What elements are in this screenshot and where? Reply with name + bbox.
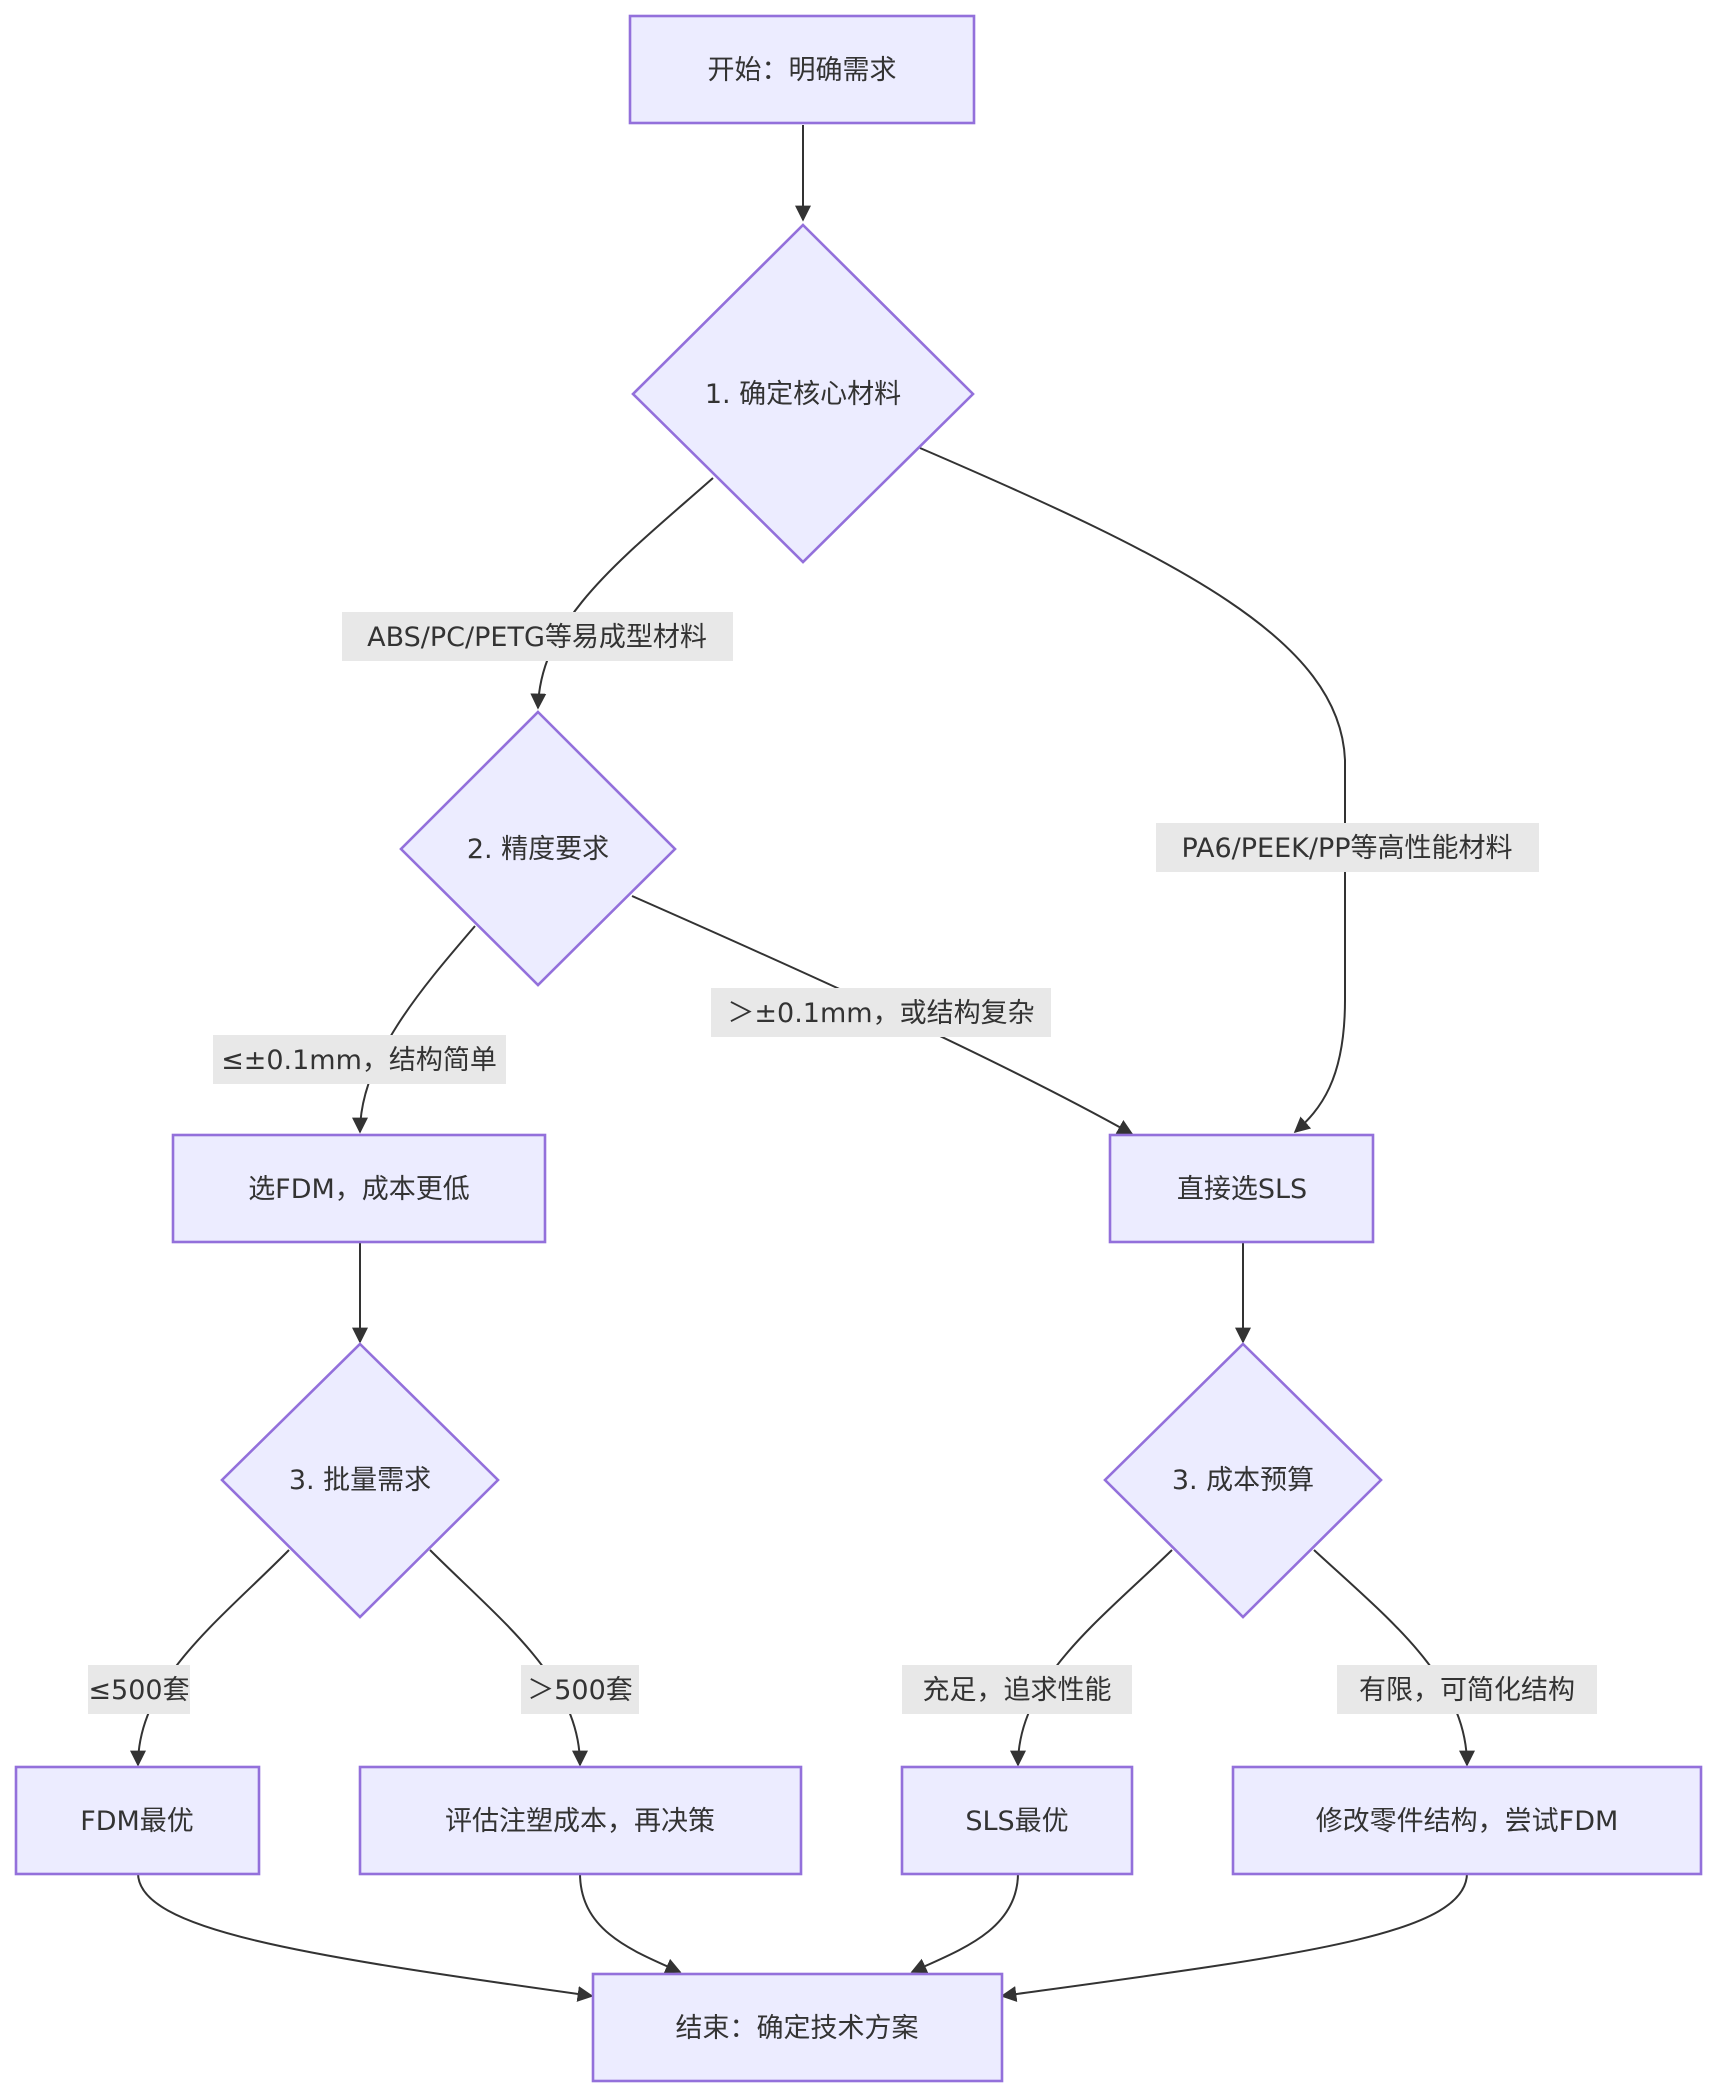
node-start[interactable]: 开始：明确需求 <box>628 14 976 125</box>
node-label: 2. 精度要求 <box>467 834 609 865</box>
edge-label-text: PA6/PEEK/PP等高性能材料 <box>1181 833 1512 864</box>
node-label: 修改零件结构，尝试FDM <box>1316 1806 1619 1837</box>
edge-precision-to-fdm <box>352 925 476 1134</box>
edge-batch-to-fdm-best <box>130 1549 290 1767</box>
node-eval-injection[interactable]: 评估注塑成本，再决策 <box>358 1765 803 1876</box>
edge-label-text: 有限，可简化结构 <box>1359 1675 1575 1706</box>
edge-material-to-sls <box>919 447 1346 1134</box>
node-choose-fdm[interactable]: 选FDM，成本更低 <box>171 1133 547 1244</box>
node-material-decision[interactable]: 1. 确定核心材料 <box>631 223 975 564</box>
edge-budget-to-sls-best <box>1010 1549 1173 1767</box>
edge-budget-to-modify <box>1313 1549 1475 1767</box>
node-label: FDM最优 <box>80 1806 194 1837</box>
edge-label-material-to-sls: PA6/PEEK/PP等高性能材料 <box>1156 823 1539 872</box>
edge-material-to-precision <box>530 477 714 710</box>
node-budget-decision[interactable]: 3. 成本预算 <box>1103 1342 1383 1619</box>
node-label: 开始：明确需求 <box>708 55 897 86</box>
node-end[interactable]: 结束：确定技术方案 <box>591 1972 1004 2083</box>
node-fdm-best[interactable]: FDM最优 <box>14 1765 261 1876</box>
edge-label-batch-to-eval: ＞500套 <box>521 1665 639 1714</box>
edge-modify-to-end <box>1000 1872 1468 2002</box>
edge-eval-to-end <box>579 1872 682 1974</box>
edge-label-budget-to-modify: 有限，可简化结构 <box>1337 1665 1597 1714</box>
node-sls-best[interactable]: SLS最优 <box>900 1765 1134 1876</box>
edge-label-batch-to-fdm-best: ≤500套 <box>88 1665 190 1714</box>
edge-label-precision-to-sls: ＞±0.1mm，或结构复杂 <box>711 988 1051 1037</box>
node-modify-fdm[interactable]: 修改零件结构，尝试FDM <box>1231 1765 1703 1876</box>
edge-label-text: ＞±0.1mm，或结构复杂 <box>727 998 1034 1029</box>
edge-label-precision-to-fdm: ≤±0.1mm，结构简单 <box>213 1035 506 1084</box>
edge-fdm-best-to-end <box>137 1872 594 2002</box>
edge-label-text: ＞500套 <box>527 1675 633 1706</box>
node-label: 3. 批量需求 <box>289 1465 431 1496</box>
node-label: 直接选SLS <box>1177 1174 1307 1205</box>
edge-label-material-to-precision: ABS/PC/PETG等易成型材料 <box>342 612 733 661</box>
edge-label-budget-to-sls-best: 充足，追求性能 <box>902 1665 1132 1714</box>
node-precision-decision[interactable]: 2. 精度要求 <box>399 710 677 987</box>
node-label: 评估注塑成本，再决策 <box>445 1806 715 1837</box>
edge-sls-best-to-end <box>910 1872 1019 1974</box>
node-label: 结束：确定技术方案 <box>676 2013 919 2044</box>
node-label: 选FDM，成本更低 <box>248 1174 470 1205</box>
node-label: 1. 确定核心材料 <box>705 379 901 410</box>
node-label: SLS最优 <box>965 1806 1068 1837</box>
node-batch-decision[interactable]: 3. 批量需求 <box>220 1342 500 1619</box>
node-choose-sls[interactable]: 直接选SLS <box>1108 1133 1375 1244</box>
node-label: 3. 成本预算 <box>1172 1465 1314 1496</box>
edge-batch-to-eval <box>429 1549 588 1767</box>
edge-label-text: ≤±0.1mm，结构简单 <box>221 1045 497 1076</box>
edge-label-text: 充足，追求性能 <box>923 1675 1112 1706</box>
edge-label-text: ≤500套 <box>88 1675 189 1706</box>
edge-label-text: ABS/PC/PETG等易成型材料 <box>367 622 707 653</box>
